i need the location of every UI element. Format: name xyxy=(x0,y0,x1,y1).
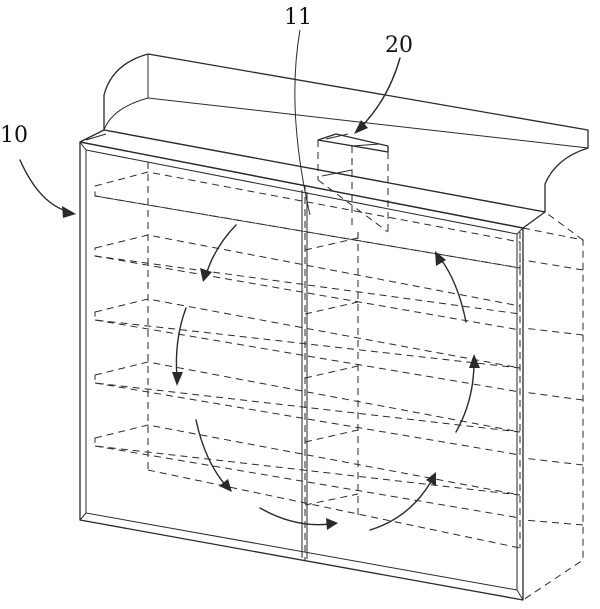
shelf-1 xyxy=(94,171,521,269)
airflow-arrows xyxy=(172,224,480,531)
cabinet-front-frame xyxy=(79,141,524,601)
label-cabinet: 10 xyxy=(0,123,28,148)
fan-unit xyxy=(317,133,389,233)
leader-20 xyxy=(359,57,401,129)
shelf-2 xyxy=(94,234,521,315)
leader-10 xyxy=(19,159,71,213)
top-back-board xyxy=(103,53,589,213)
label-divider: 11 xyxy=(284,5,312,30)
leader-lines xyxy=(19,29,401,218)
hidden-side-edges xyxy=(522,211,584,601)
shelves xyxy=(94,171,521,549)
shelf-3 xyxy=(94,298,521,369)
leader-11 xyxy=(294,29,311,216)
shelf-5 xyxy=(94,424,521,496)
hidden-back-edges xyxy=(147,162,521,560)
label-fan-unit: 20 xyxy=(385,33,413,58)
shelf-4 xyxy=(94,361,521,433)
